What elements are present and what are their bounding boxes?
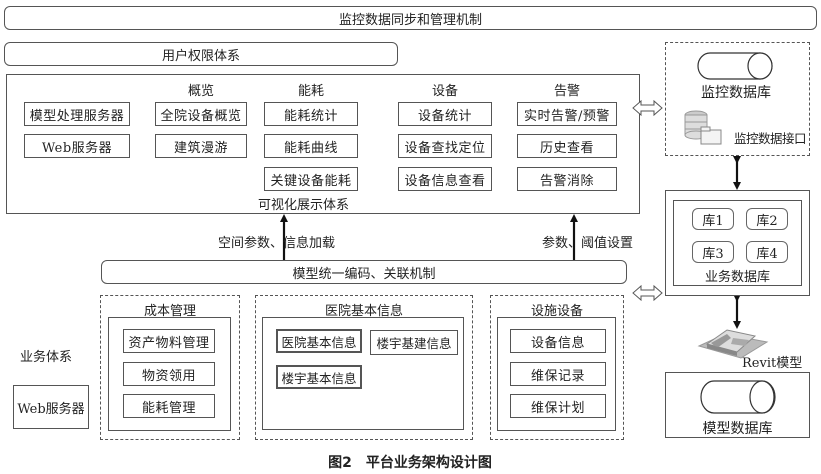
overview-item-label: 全院设备概览 [160, 108, 242, 124]
energy-item-label: 能耗统计 [283, 108, 338, 124]
lib-label: 库3 [702, 246, 724, 262]
energy-item-label: 能耗曲线 [283, 140, 338, 156]
facility-item-label: 设备信息 [530, 335, 585, 351]
alarm-item-label: 告警消除 [539, 173, 594, 189]
device-item: 设备信息查看 [398, 167, 492, 191]
device-item-label: 设备信息查看 [404, 173, 486, 189]
lib-label: 库2 [756, 213, 778, 229]
right-arrow-label: 参数、阈值设置 [542, 236, 634, 251]
device-item-label: 设备查找定位 [404, 140, 486, 156]
device-title: 设备 [431, 84, 458, 99]
user-permission-label: 用户权限体系 [161, 48, 240, 64]
alarm-title: 告警 [553, 84, 580, 99]
left-arrow-label: 空间参数、信息加载 [218, 236, 336, 251]
hospital-item-label: 楼宇基本信息 [281, 370, 357, 386]
cost-item-label: 物资领用 [141, 368, 196, 384]
facility-item: 维保计划 [510, 394, 606, 418]
business-system-label: 业务体系 [20, 350, 73, 365]
database-server-icon [684, 110, 722, 145]
alarm-item-label: 实时告警/预警 [524, 108, 610, 124]
lib-label: 库4 [756, 246, 778, 262]
user-permission-bar: 用户权限体系 [4, 42, 398, 66]
monitor-sync-bar: 监控数据同步和管理机制 [4, 6, 817, 30]
cost-item: 能耗管理 [123, 394, 215, 418]
energy-item-label: 关键设备能耗 [270, 173, 352, 189]
model-server-label: 模型处理服务器 [29, 108, 125, 124]
energy-item: 能耗曲线 [264, 134, 358, 158]
monitor-db-label: 监控数据库 [701, 85, 771, 101]
cost-item-label: 资产物料管理 [128, 335, 210, 351]
alarm-item-label: 历史查看 [539, 140, 594, 156]
facility-item: 维保记录 [510, 362, 606, 386]
lib-label: 库1 [702, 213, 724, 229]
lib-box: 库4 [746, 241, 788, 263]
facility-item: 设备信息 [510, 329, 606, 353]
facility-title: 设施设备 [530, 304, 583, 319]
model-coding-label: 模型统一编码、关联机制 [292, 266, 436, 282]
hollow-double-arrow-bottom [632, 284, 663, 302]
hospital-info-title: 医院基本信息 [324, 304, 403, 319]
monitor-api-label: 监控数据接口 [733, 131, 807, 146]
web-server-box: Web服务器 [24, 134, 130, 158]
lib-box: 库2 [746, 208, 788, 230]
revit-building-icon [697, 329, 769, 359]
figure-caption: 图2 平台业务架构设计图 [328, 455, 492, 471]
model-coding-bar: 模型统一编码、关联机制 [101, 260, 627, 284]
cost-item: 资产物料管理 [123, 329, 215, 353]
hospital-item-label: 医院基本信息 [281, 334, 357, 350]
hospital-item: 楼宇基本信息 [276, 365, 362, 389]
hospital-item-label: 楼宇基建信息 [376, 336, 452, 351]
overview-item-label: 建筑漫游 [173, 140, 228, 156]
web-server-label: Web服务器 [41, 140, 113, 156]
lib-box: 库3 [692, 241, 734, 263]
cost-management-title: 成本管理 [143, 304, 196, 319]
model-db-cylinder-icon [700, 380, 776, 414]
overview-item: 建筑漫游 [155, 134, 247, 158]
hollow-double-arrow-top [632, 99, 663, 117]
monitor-db-cylinder-icon [697, 52, 773, 80]
facility-item-label: 维保计划 [530, 400, 585, 416]
monitor-sync-label: 监控数据同步和管理机制 [338, 12, 482, 28]
device-item-label: 设备统计 [417, 108, 472, 124]
overview-title: 概览 [187, 84, 214, 99]
revit-model-label: Revit模型 [742, 356, 803, 371]
alarm-item: 告警消除 [517, 167, 617, 191]
lib-box: 库1 [692, 208, 734, 230]
device-item: 设备查找定位 [398, 134, 492, 158]
hospital-item: 医院基本信息 [276, 329, 362, 353]
model-db-label: 模型数据库 [702, 421, 773, 437]
energy-title: 能耗 [297, 84, 324, 99]
model-server-box: 模型处理服务器 [24, 102, 130, 126]
device-item: 设备统计 [398, 102, 492, 126]
alarm-item: 实时告警/预警 [517, 102, 617, 126]
facility-item-label: 维保记录 [530, 368, 585, 384]
business-web-server-box: Web服务器 [13, 385, 89, 429]
business-db-label: 业务数据库 [704, 270, 770, 285]
overview-item: 全院设备概览 [155, 102, 247, 126]
alarm-item: 历史查看 [517, 134, 617, 158]
hospital-item: 楼宇基建信息 [370, 330, 458, 355]
energy-item: 能耗统计 [264, 102, 358, 126]
energy-item: 关键设备能耗 [264, 167, 358, 191]
cost-item: 物资领用 [123, 362, 215, 386]
visualization-caption: 可视化展示体系 [258, 198, 350, 213]
cost-item-label: 能耗管理 [141, 400, 196, 416]
business-web-server-label: Web服务器 [17, 401, 85, 417]
